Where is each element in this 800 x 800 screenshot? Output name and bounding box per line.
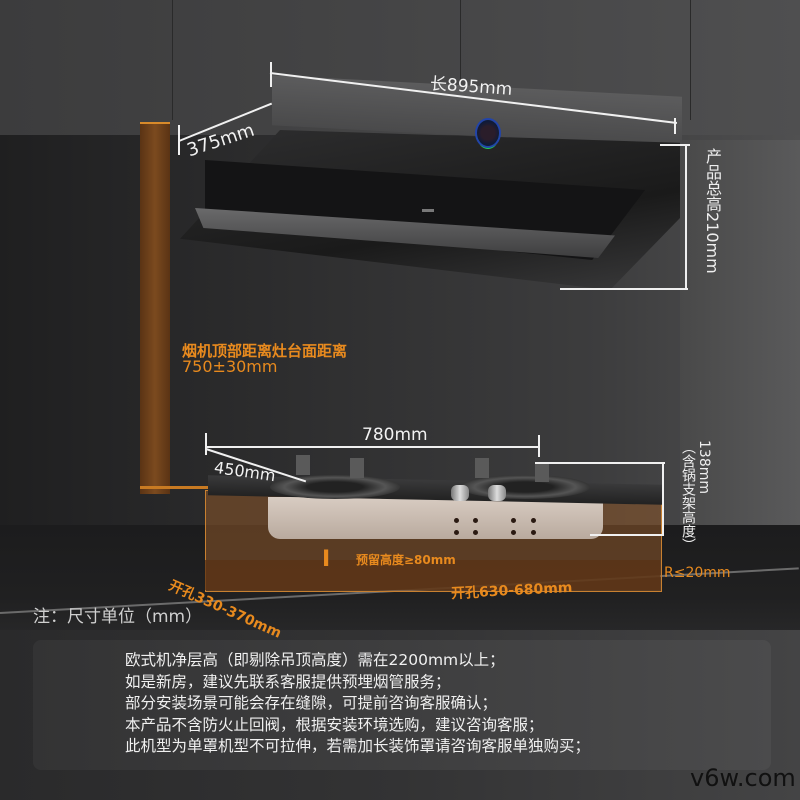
unit-note: 注：尺寸单位（mm） (33, 607, 203, 627)
reserved-height-label: 预留高度≥80mm (356, 553, 456, 567)
note-line: 此机型为单罩机型不可拉伸，若需加长装饰罩请咨询客服单独购买； (125, 737, 591, 755)
cooktop-height-label: 138mm (696, 440, 712, 494)
cabinet-seam (460, 0, 461, 120)
cutout-floor (205, 560, 660, 590)
dimension-tick (270, 62, 272, 87)
notes-panel (33, 640, 771, 770)
vent-hole (454, 518, 459, 523)
vent-hole (473, 530, 478, 535)
note-line: 欧式机净层高（即剔除吊顶高度）需在2200mm以上； (125, 651, 505, 669)
cooktop-width-dimension-line (205, 446, 540, 448)
burner-knob (451, 485, 469, 501)
dimension-tick (660, 144, 690, 146)
hood-total-height-label: 产品总高210mm (703, 148, 722, 274)
wall-right-panel (680, 140, 800, 530)
vent-hole (511, 518, 516, 523)
hood-control-dial-icon (477, 120, 499, 146)
corner-radius-label: R≤20mm (664, 565, 731, 581)
pan-support-icon (535, 462, 549, 482)
burner-knob (488, 485, 506, 501)
dimension-tick (674, 118, 676, 134)
cooktop-bottom-tray (268, 497, 603, 539)
notes-list: 欧式机净层高（即剔除吊顶高度）需在2200mm以上； 如是新房，建议先联系客服提… (125, 650, 590, 758)
note-line: 本产品不含防火止回阀，根据安装环境选购，建议咨询客服； (125, 715, 544, 734)
dimension-tick (590, 534, 664, 536)
right-burner (460, 475, 590, 499)
cabinet-seam (172, 0, 173, 120)
hood-to-counter-distance-bar (140, 122, 170, 494)
vent-hole (454, 530, 459, 535)
hood-to-counter-title: 烟机顶部距离灶台面距离 (182, 342, 348, 360)
hood-logo (422, 209, 434, 212)
reserved-height-marker-icon: I (322, 547, 331, 572)
note-line: 如是新房，建议先联系客服提供预埋烟管服务； (125, 672, 451, 691)
dimension-tick (535, 462, 665, 464)
distance-bar-foot (140, 486, 210, 489)
note-line: 部分安装场景可能会存在缝隙，可提前咨询客服确认； (125, 694, 498, 712)
cooktop-height-note: （含锅支架高度） (680, 440, 696, 552)
cooktop-width-label: 780mm (362, 425, 428, 445)
cabinet-seam (690, 0, 691, 120)
pan-support-icon (350, 458, 364, 478)
vent-hole (531, 518, 536, 523)
vent-hole (531, 530, 536, 535)
left-burner (270, 475, 400, 499)
dimension-tick (538, 435, 540, 457)
hood-height-dimension-line (685, 144, 687, 289)
vent-hole (511, 530, 516, 535)
hood-to-counter-value: 750±30mm (182, 357, 278, 376)
cooktop-height-dimension-line (662, 462, 664, 535)
vent-hole (473, 518, 478, 523)
watermark: v6w.com (690, 764, 796, 792)
pan-support-icon (475, 458, 489, 478)
pan-support-icon (296, 455, 310, 475)
dimension-tick (205, 433, 207, 455)
dimension-tick (560, 288, 688, 290)
